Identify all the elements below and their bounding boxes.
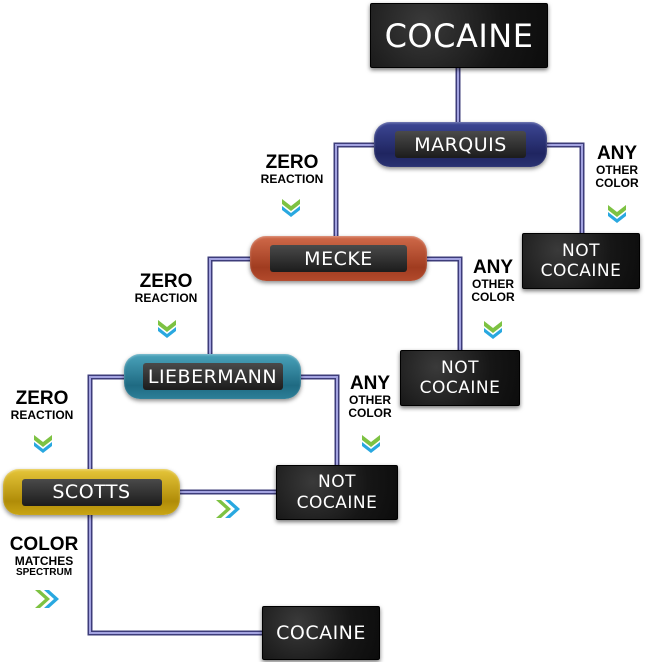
any-other-color-label-1: ANY OTHER COLOR (586, 144, 648, 189)
chevron-down-icon (608, 205, 626, 223)
color-matches-spectrum-label: COLOR MATCHES SPECTRUM (2, 535, 86, 578)
not-cocaine-result-liebermann: NOT COCAINE (276, 465, 398, 520)
not-label: NOT (441, 357, 479, 378)
other-text: OTHER (472, 276, 514, 291)
scotts-test-node: SCOTTS (3, 469, 180, 515)
chevron-down-icon (362, 435, 380, 453)
cocaine-label: COCAINE (419, 378, 501, 398)
marquis-label: MARQUIS (414, 133, 507, 156)
chevron-right-icon (35, 590, 59, 608)
any-text: ANY (596, 143, 638, 164)
any-text: ANY (472, 257, 514, 278)
chevron-right-icon (216, 500, 240, 518)
liebermann-test-node: LIEBERMANN (124, 354, 301, 399)
chevron-down-icon (158, 320, 176, 338)
mecke-label: MECKE (304, 247, 373, 270)
cocaine-top-label: COCAINE (384, 16, 534, 55)
color-text: COLOR (348, 405, 392, 420)
cocaine-result-bottom: COCAINE (262, 606, 380, 660)
color-text: COLOR (9, 534, 79, 555)
mecke-test-node: MECKE (250, 236, 427, 281)
not-label: NOT (318, 472, 356, 493)
zero-reaction-label-2: ZERO REACTION (124, 272, 208, 305)
zero-reaction-label-1: ZERO REACTION (250, 153, 334, 186)
other-text: OTHER (349, 392, 391, 407)
color-text: COLOR (595, 175, 639, 190)
zero-text: ZERO (139, 271, 193, 292)
cocaine-bottom-label: COCAINE (276, 622, 366, 644)
scotts-label: SCOTTS (52, 481, 131, 503)
chevron-down-icon (282, 199, 300, 217)
color-text: COLOR (471, 289, 515, 304)
matches-text: MATCHES (14, 553, 74, 568)
reaction-text: REACTION (10, 407, 74, 422)
any-text: ANY (349, 373, 391, 394)
zero-text: ZERO (265, 152, 319, 173)
spectrum-text: SPECTRUM (15, 566, 73, 578)
reaction-text: REACTION (134, 290, 198, 305)
not-cocaine-result-marquis: NOT COCAINE (522, 233, 640, 289)
any-other-color-label-2: ANY OTHER COLOR (462, 258, 524, 303)
not-cocaine-result-mecke: NOT COCAINE (400, 350, 520, 406)
chevron-down-icon (34, 435, 52, 453)
cocaine-result-top: COCAINE (370, 3, 548, 68)
zero-text: ZERO (15, 388, 69, 409)
any-other-color-label-3: ANY OTHER COLOR (339, 374, 401, 419)
marquis-test-node: MARQUIS (374, 122, 547, 167)
cocaine-label: COCAINE (540, 261, 622, 281)
zero-reaction-label-3: ZERO REACTION (0, 389, 84, 422)
not-label: NOT (562, 240, 600, 261)
chevron-down-icon (484, 321, 502, 339)
cocaine-label: COCAINE (296, 492, 378, 513)
other-text: OTHER (596, 162, 638, 177)
reaction-text: REACTION (260, 171, 324, 186)
liebermann-label: LIEBERMANN (147, 365, 278, 388)
